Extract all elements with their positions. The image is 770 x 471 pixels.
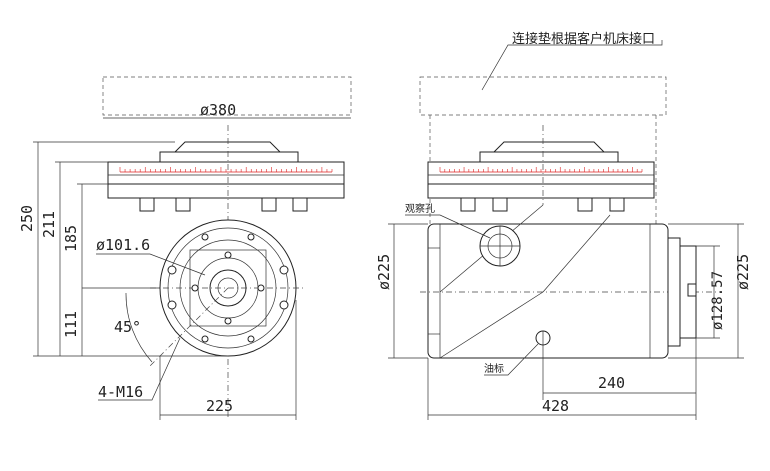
note-top: 连接垫根据客户机床接口 (512, 31, 655, 47)
bolt (460, 197, 476, 212)
dim-length-240: 240 (598, 374, 625, 392)
right-scale-ticks (439, 167, 643, 172)
dim-thread: 4-M16 (98, 383, 143, 401)
left-bolts (139, 197, 308, 212)
dim-angle: 45° (114, 318, 141, 336)
dim-side-diameter-right: ø225 (734, 254, 752, 290)
left-table-base (107, 183, 345, 199)
note-leader (481, 40, 663, 91)
label-oil-mark: 油标 (484, 362, 504, 375)
right-mounting-pad (419, 76, 667, 116)
right-table-plate (427, 161, 655, 185)
bolt (175, 197, 191, 212)
dim-height-250: 250 (18, 205, 36, 232)
dim-bolt-circle: ø101.6 (96, 236, 150, 254)
dim-width-225: 225 (206, 397, 233, 415)
bolt (577, 197, 593, 212)
dim-height-211: 211 (40, 211, 58, 238)
housing-bolt-holes (167, 233, 289, 343)
left-scale-ticks (119, 167, 333, 172)
bolt (292, 197, 308, 212)
left-table-step (159, 151, 299, 163)
bolt (609, 197, 625, 212)
right-bolts (460, 197, 625, 212)
bolt (139, 197, 155, 212)
left-table-plate (107, 161, 345, 185)
right-dimensions: 观察孔 油标 ø225 ø128.57 ø225 240 428 (375, 202, 752, 420)
bolt (492, 197, 508, 212)
left-mounting-pad (102, 76, 352, 116)
dim-table-diameter: ø380 (200, 101, 236, 119)
dim-length-428: 428 (542, 397, 569, 415)
left-view (102, 76, 352, 420)
dim-pilot-diameter: ø128.57 (710, 271, 726, 330)
dim-height-111: 111 (62, 311, 80, 338)
right-flange (667, 237, 681, 347)
right-view (419, 76, 720, 359)
left-dimensions: ø380 250 211 185 111 ø101.6 45° 4-M16 22… (18, 101, 351, 420)
dim-height-185: 185 (62, 225, 80, 252)
angle-arc (125, 292, 153, 363)
right-table-boss (492, 141, 606, 153)
dim-side-diameter-left: ø225 (375, 254, 393, 290)
bolt (261, 197, 277, 212)
label-observation-hole: 观察孔 (405, 202, 435, 215)
left-table-boss (173, 141, 282, 153)
